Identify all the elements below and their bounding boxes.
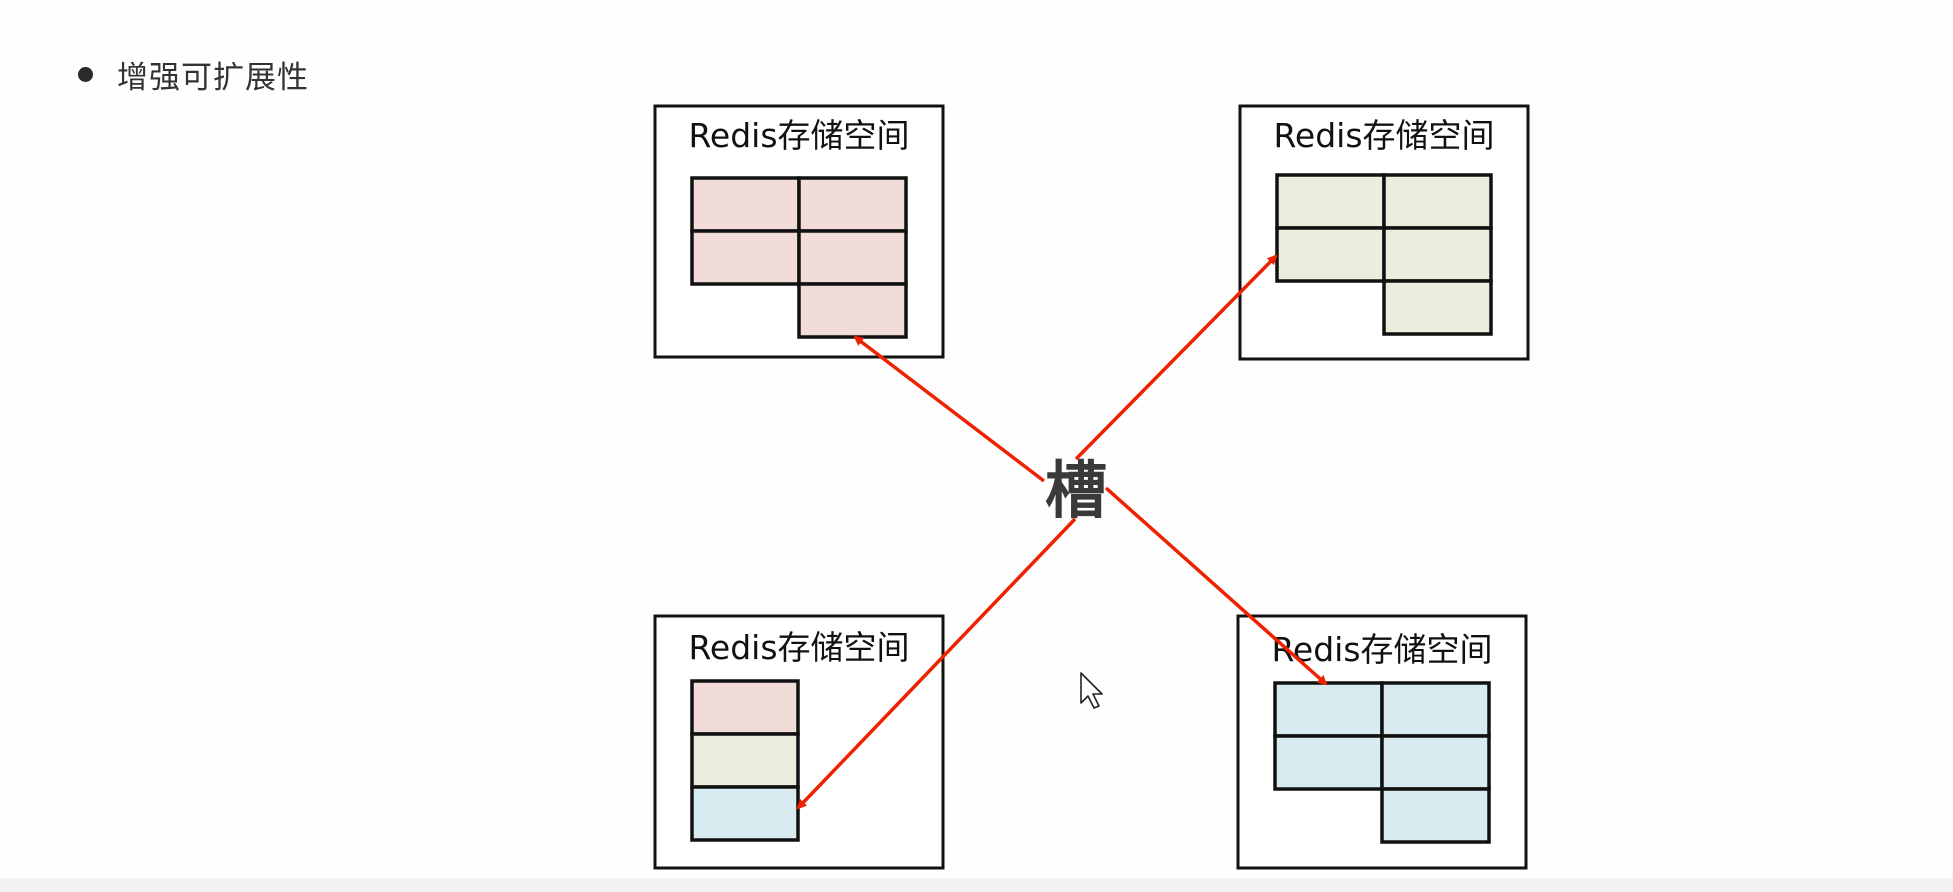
storage-box-title: Redis存储空间 xyxy=(1273,116,1494,155)
bullet-text: 增强可扩展性 xyxy=(117,60,309,96)
slot-cell-group xyxy=(1275,173,1493,336)
bullet-dot-icon xyxy=(78,67,93,82)
slot-cell xyxy=(1380,787,1491,844)
storage-box-top-left: Redis存储空间 xyxy=(653,104,945,359)
slot-cell xyxy=(1382,226,1493,283)
slot-cell xyxy=(1273,681,1384,738)
slot-center-label: 槽 xyxy=(1045,454,1107,527)
slot-cell xyxy=(690,176,801,233)
storage-box-bottom-right: Redis存储空间 xyxy=(1236,614,1528,870)
storage-box-top-right: Redis存储空间 xyxy=(1238,104,1530,361)
arrow-to-top-right xyxy=(1074,254,1278,461)
storage-box-title: Redis存储空间 xyxy=(688,628,909,667)
arrow-to-bottom-left xyxy=(796,517,1077,810)
slot-cell xyxy=(797,282,908,339)
slot-cell xyxy=(1380,734,1491,791)
slot-cell xyxy=(1273,734,1384,791)
arrow-to-bottom-right xyxy=(1104,486,1328,686)
slot-cell xyxy=(1275,226,1386,283)
slot-cell-green xyxy=(690,732,800,789)
slot-cell xyxy=(690,229,801,286)
storage-box-title: Redis存储空间 xyxy=(1271,630,1492,669)
slot-cell xyxy=(1275,173,1386,230)
slot-cell-group xyxy=(690,176,908,339)
slot-cell xyxy=(797,229,908,286)
slot-cell-pink xyxy=(690,679,800,736)
slot-cell xyxy=(797,176,908,233)
bottom-strip xyxy=(0,878,1953,892)
slot-cell-group xyxy=(1273,681,1491,844)
slot-cell xyxy=(1382,279,1493,336)
arrow-to-top-left xyxy=(853,335,1046,483)
slot-cell xyxy=(1380,681,1491,738)
mouse-cursor-icon xyxy=(1080,672,1103,709)
slot-cell xyxy=(1382,173,1493,230)
slot-cell-blue xyxy=(690,785,800,842)
storage-box-title: Redis存储空间 xyxy=(688,116,909,155)
bullet-item: 增强可扩展性 xyxy=(78,52,309,97)
storage-box-bottom-left: Redis存储空间 xyxy=(653,614,945,870)
